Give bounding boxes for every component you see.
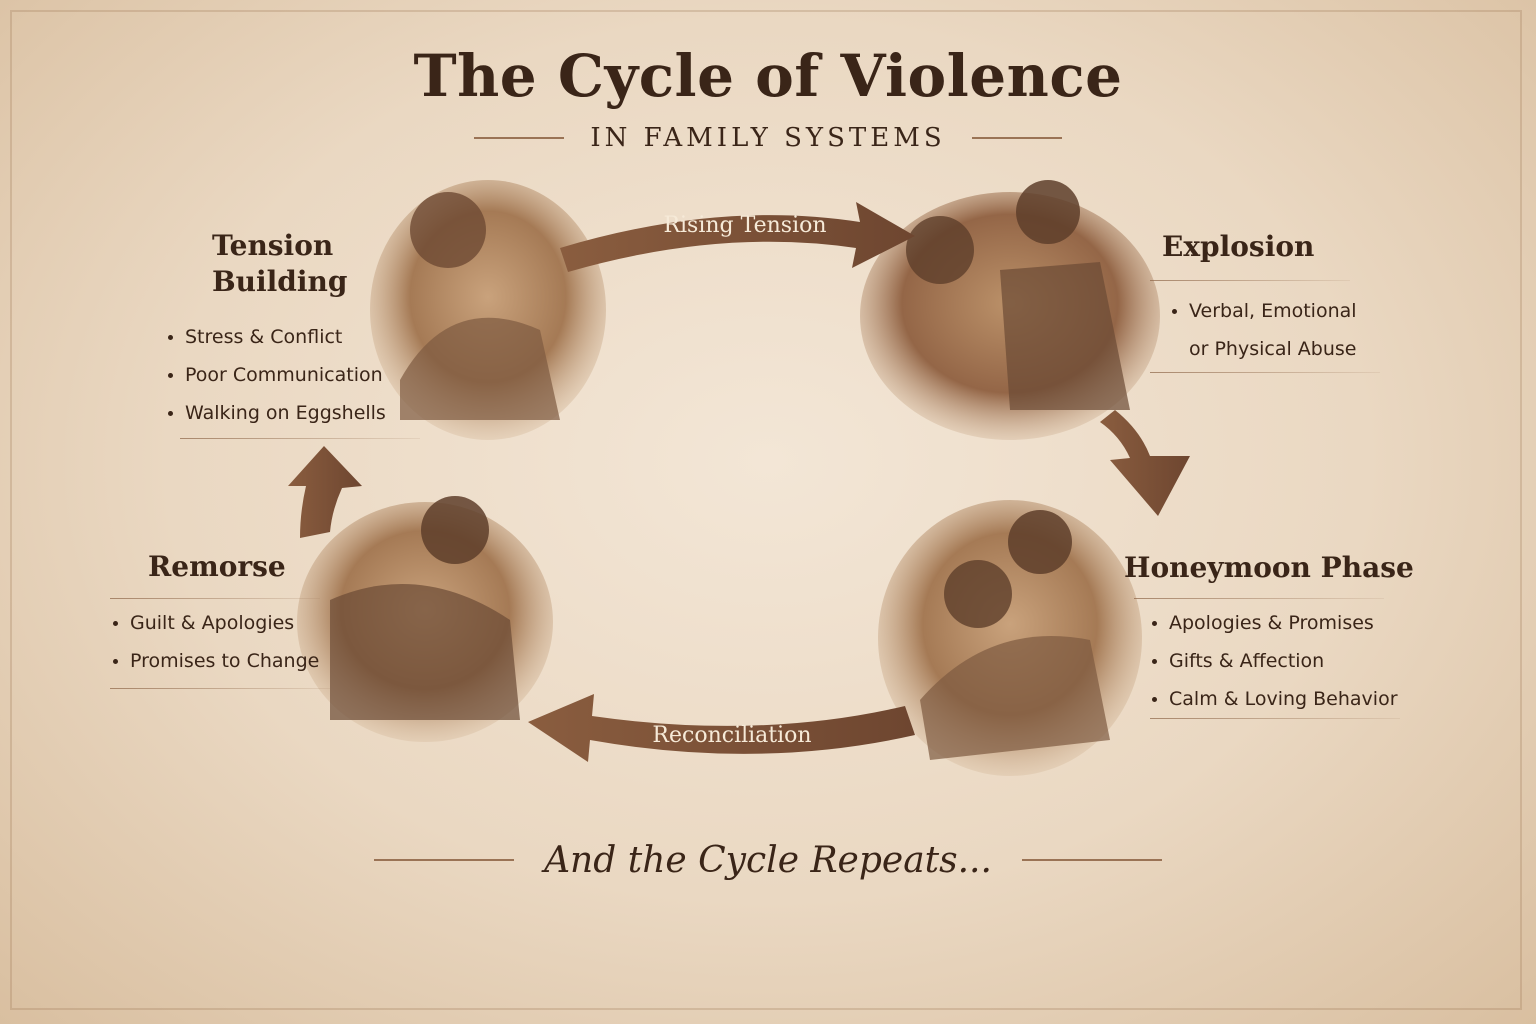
subtitle-row: IN FAMILY SYSTEMS <box>0 120 1536 156</box>
tension-title-line2: Building <box>212 265 348 298</box>
bullet-dot <box>168 334 173 340</box>
honeymoon-bullet-list: Apologies & Promises Gifts & Affection C… <box>1152 604 1398 718</box>
honeymoon-title: Honeymoon Phase <box>1124 551 1414 584</box>
explosion-to-honeymoon-arrow <box>1100 410 1190 516</box>
list-item: Promises to Change <box>113 642 319 680</box>
list-item: Stress & Conflict <box>168 318 386 356</box>
list-item: Verbal, Emotional <box>1172 292 1357 330</box>
bullet-dot <box>113 658 118 664</box>
bullet-text: Poor Communication <box>185 364 383 386</box>
rising-tension-arrow <box>560 202 915 272</box>
bullet-text: Stress & Conflict <box>185 326 343 348</box>
explosion-title-underline <box>1150 280 1350 281</box>
list-item: Walking on Eggshells <box>168 394 386 432</box>
list-item: Gifts & Affection <box>1152 642 1398 680</box>
bullet-dot <box>1172 308 1177 314</box>
subtitle-rule-right <box>971 137 1062 139</box>
bullet-dot <box>168 410 173 416</box>
tension-title-line1: Tension <box>212 229 334 262</box>
remorse-scene-image <box>297 496 553 742</box>
tension-title: Tension Building <box>212 228 347 300</box>
honeymoon-title-underline <box>1134 598 1384 599</box>
footer-text: And the Cycle Repeats... <box>544 839 992 881</box>
bullet-dot <box>168 372 173 378</box>
explosion-underline <box>1150 372 1380 373</box>
list-item: Calm & Loving Behavior <box>1152 680 1398 718</box>
bullet-text: Guilt & Apologies <box>130 612 295 634</box>
footer-rule-left <box>374 859 515 861</box>
explosion-title: Explosion <box>1162 230 1315 263</box>
bullet-text: or Physical Abuse <box>1189 338 1357 360</box>
honeymoon-scene-image <box>878 500 1142 776</box>
remorse-to-tension-arrow <box>288 446 362 538</box>
tension-scene-image <box>370 180 606 440</box>
explosion-bullet-list: Verbal, Emotional or Physical Abuse <box>1172 292 1357 368</box>
reconciliation-arrow <box>528 694 915 762</box>
subtitle-rule-left <box>474 137 565 139</box>
remorse-title-underline <box>110 598 320 599</box>
rising-tension-label: Rising Tension <box>663 213 826 238</box>
page-title: The Cycle of Violence <box>413 42 1123 110</box>
bullet-text: Calm & Loving Behavior <box>1169 688 1398 710</box>
footer-rule-right <box>1021 859 1162 861</box>
reconciliation-label: Reconciliation <box>652 723 811 748</box>
bullet-text: Walking on Eggshells <box>185 402 386 424</box>
remorse-underline <box>110 688 330 689</box>
bullet-text: Gifts & Affection <box>1169 650 1325 672</box>
footer-row: And the Cycle Repeats... <box>0 835 1536 885</box>
bullet-text: Apologies & Promises <box>1169 612 1374 634</box>
honeymoon-underline <box>1150 718 1400 719</box>
tension-underline <box>180 438 420 439</box>
page-subtitle: IN FAMILY SYSTEMS <box>590 123 946 153</box>
bullet-dot <box>1152 620 1157 626</box>
remorse-bullet-list: Guilt & Apologies Promises to Change <box>113 604 319 680</box>
list-item: Poor Communication <box>168 356 386 394</box>
list-item: Guilt & Apologies <box>113 604 319 642</box>
bullet-dot <box>1152 696 1157 702</box>
bullet-dot <box>113 620 118 626</box>
list-item: or Physical Abuse <box>1172 330 1357 368</box>
bullet-text: Promises to Change <box>130 650 320 672</box>
bullet-text: Verbal, Emotional <box>1189 300 1357 322</box>
explosion-scene-image <box>860 180 1160 440</box>
remorse-title: Remorse <box>148 550 286 583</box>
list-item: Apologies & Promises <box>1152 604 1398 642</box>
bullet-dot <box>1152 658 1157 664</box>
tension-bullet-list: Stress & Conflict Poor Communication Wal… <box>168 318 386 432</box>
